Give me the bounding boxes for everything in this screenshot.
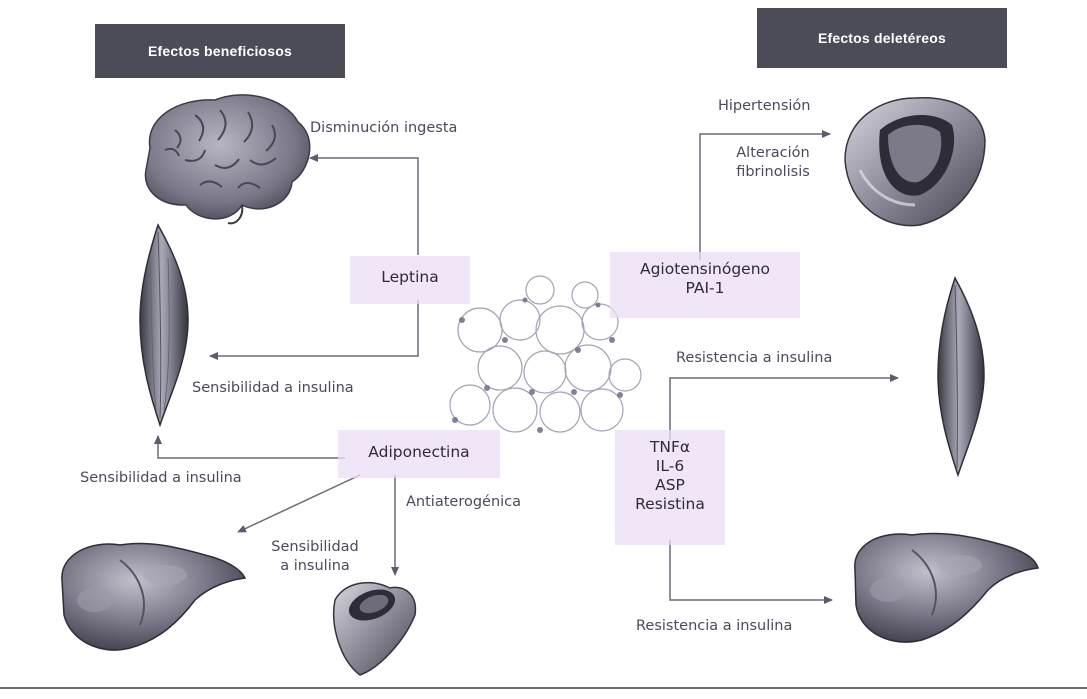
- node-adiponectina: Adiponectina: [338, 443, 500, 462]
- node-tnf: TNFα: [615, 438, 725, 457]
- label-disminucion-ingesta: Disminución ingesta: [310, 120, 457, 136]
- node-angiotensinogeno-line1: Agiotensinógeno: [605, 260, 805, 279]
- brain-icon: [145, 95, 309, 223]
- label-sensibilidad-adipo: Sensibilidad a insulina: [80, 470, 242, 486]
- node-il6: IL-6: [615, 457, 725, 476]
- node-asp: ASP: [615, 476, 725, 495]
- label-alteracion-line2: fibrinolisis: [718, 163, 828, 182]
- label-sensibilidad-higado: Sensibilidad a insulina: [255, 538, 375, 576]
- vessel-icon-large: [845, 98, 985, 226]
- label-hipertension: Hipertensión: [718, 98, 810, 114]
- arrow-leptina-muscle: [210, 300, 418, 356]
- muscle-icon-right: [938, 278, 984, 475]
- label-resistencia-musculo: Resistencia a insulina: [676, 350, 832, 366]
- arrow-tnf-liver: [670, 540, 832, 600]
- bottom-rule: [0, 687, 1087, 689]
- header-beneficial: Efectos beneficiosos: [95, 24, 345, 78]
- liver-icon-right: [855, 533, 1038, 642]
- node-angiotensinogeno: Agiotensinógeno PAI-1: [605, 260, 805, 298]
- label-sensibilidad-higado-line2: a insulina: [255, 557, 375, 576]
- arrow-leptina-brain: [310, 158, 418, 255]
- label-alteracion-line1: Alteración: [718, 144, 828, 163]
- node-tnf-group: TNFα IL-6 ASP Resistina: [615, 438, 725, 514]
- label-alteracion-fibrinolisis: Alteración fibrinolisis: [718, 144, 828, 182]
- arrow-adipo-liver: [238, 475, 360, 532]
- muscle-icon-left: [140, 225, 188, 425]
- label-sensibilidad-leptina: Sensibilidad a insulina: [192, 380, 354, 396]
- label-antiaterogenica: Antiaterogénica: [406, 494, 521, 510]
- label-sensibilidad-higado-line1: Sensibilidad: [255, 538, 375, 557]
- header-deleterious: Efectos deletéreos: [757, 8, 1007, 68]
- vessel-icon-small: [334, 583, 416, 675]
- node-angiotensinogeno-line2: PAI-1: [605, 279, 805, 298]
- node-resistina: Resistina: [615, 495, 725, 514]
- arrow-adipo-muscle: [158, 436, 345, 458]
- liver-icon-left: [62, 543, 245, 650]
- label-resistencia-higado: Resistencia a insulina: [636, 618, 792, 634]
- node-leptina: Leptina: [350, 268, 470, 287]
